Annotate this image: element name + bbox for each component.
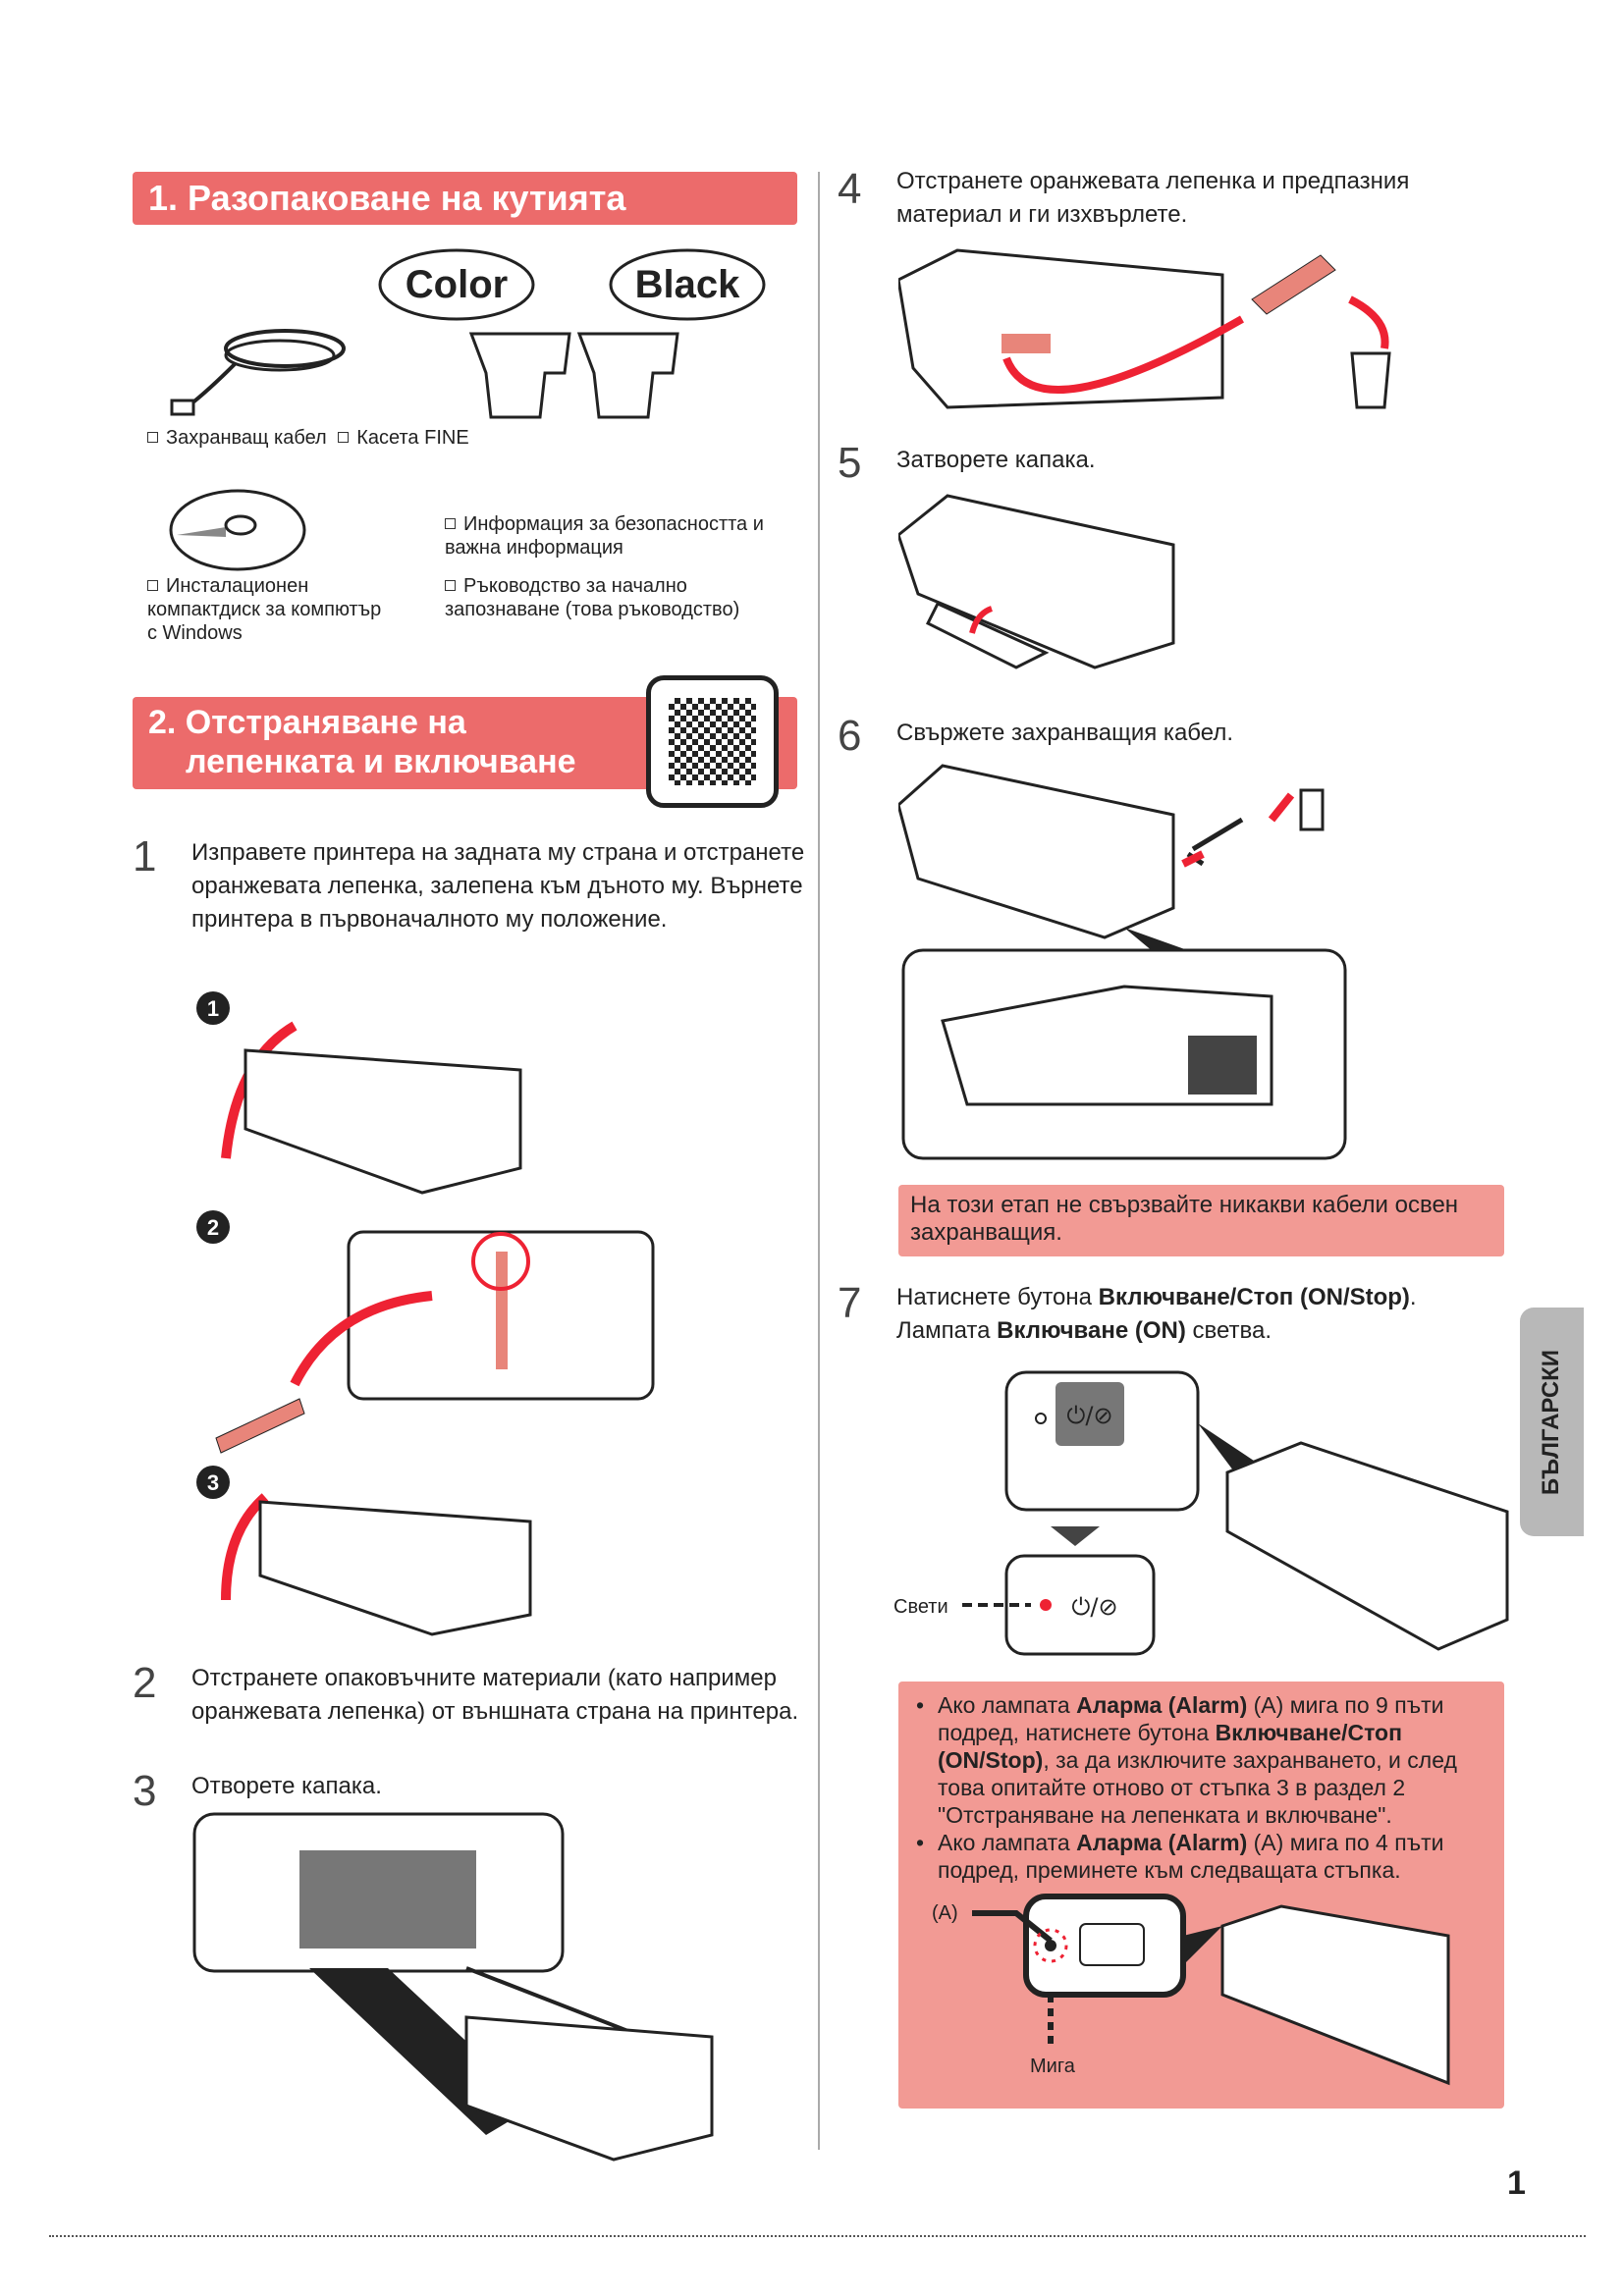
remove-tape-illustration [898, 248, 1391, 409]
color-label: Color [406, 263, 508, 306]
step-number: 4 [838, 165, 862, 213]
checkbox[interactable] [445, 518, 456, 529]
svg-text:1: 1 [207, 996, 219, 1021]
power-cable-connect-illustration [898, 764, 1347, 1160]
item-power-cable: Захранващ кабел [166, 427, 327, 449]
on-button-illustration: ⏻/⊘ ⏻/⊘ [962, 1370, 1509, 1656]
checkbox[interactable] [445, 580, 456, 591]
footer-dotted-line [49, 2235, 1586, 2237]
warning-text: На този етап не свързвайте никакви кабел… [910, 1192, 1459, 1246]
step-2-text: Отстранете опаковъчните материали (като … [191, 1665, 799, 1725]
step-number: 2 [133, 1659, 157, 1707]
step-4-text: Отстранете оранжевата лепенка и предпазн… [896, 168, 1410, 228]
step-number: 6 [838, 712, 862, 760]
close-cover-illustration [898, 494, 1175, 669]
svg-text:⏻/⊘: ⏻/⊘ [1071, 1593, 1117, 1621]
lit-label: Свети [893, 1596, 948, 1618]
cd-icon [169, 489, 306, 571]
ink-cartridges-illustration: Color Black [378, 248, 766, 419]
step-number: 7 [838, 1279, 862, 1327]
checkbox[interactable] [147, 580, 158, 591]
blink-label: Мига [1030, 2056, 1075, 2077]
item-getting-started: Ръководство за начално запознаване (това… [445, 575, 740, 620]
section-1-header: 1. Разопаковане на кутията [133, 172, 797, 225]
item-install-cd: Инсталационен компактдиск за компютър с … [147, 575, 382, 644]
black-label: Black [635, 263, 740, 306]
note-bullet-2: • Ако лампата Аларма (Alarm) (A) мига по… [916, 1830, 1444, 1883]
svg-text:⏻/⊘: ⏻/⊘ [1066, 1402, 1112, 1429]
step-number: 3 [133, 1767, 157, 1815]
step-3-text: Отворете капака. [191, 1773, 382, 1799]
checkbox[interactable] [147, 432, 158, 443]
item-safety-info: Информация за безопасността и важна инфо… [445, 513, 764, 559]
column-divider [818, 172, 820, 2150]
step-6-text: Свържете захранващия кабел. [896, 720, 1233, 746]
page-number: 1 [1507, 2164, 1526, 2202]
svg-text:2: 2 [207, 1215, 219, 1240]
alarm-lamp-illustration [972, 1894, 1450, 2086]
checkbox[interactable] [338, 432, 350, 443]
qr-code[interactable] [646, 675, 779, 808]
language-tab-label: БЪЛГАРСКИ [1538, 1349, 1565, 1495]
warning-box: На този етап не свързвайте никакви кабел… [898, 1185, 1504, 1256]
step-5-text: Затворете капака. [896, 447, 1096, 473]
alarm-illustration-area: (A) Мига [912, 1892, 1490, 2088]
power-cable-illustration [170, 329, 346, 416]
note-bullet-1: • Ако лампата Аларма (Alarm) (A) мига по… [916, 1692, 1457, 1828]
svg-text:3: 3 [207, 1470, 219, 1495]
alarm-a-label: (A) [932, 1902, 958, 1924]
open-cover-illustration [192, 1812, 714, 2162]
step-7-text: Натиснете бутона Включване/Стоп (ON/Stop… [896, 1284, 1417, 1344]
printer-illustration-step1: 1 2 3 [196, 991, 655, 1636]
step-number: 1 [133, 832, 157, 881]
step-1-text: Изправете принтера на задната му страна … [191, 839, 805, 933]
step-number: 5 [838, 439, 862, 487]
alarm-note-box: • Ако лампата Аларма (Alarm) (A) мига по… [898, 1682, 1504, 2109]
language-tab[interactable]: БЪЛГАРСКИ [1520, 1308, 1584, 1536]
item-fine-cartridge: Касета FINE [356, 427, 469, 449]
